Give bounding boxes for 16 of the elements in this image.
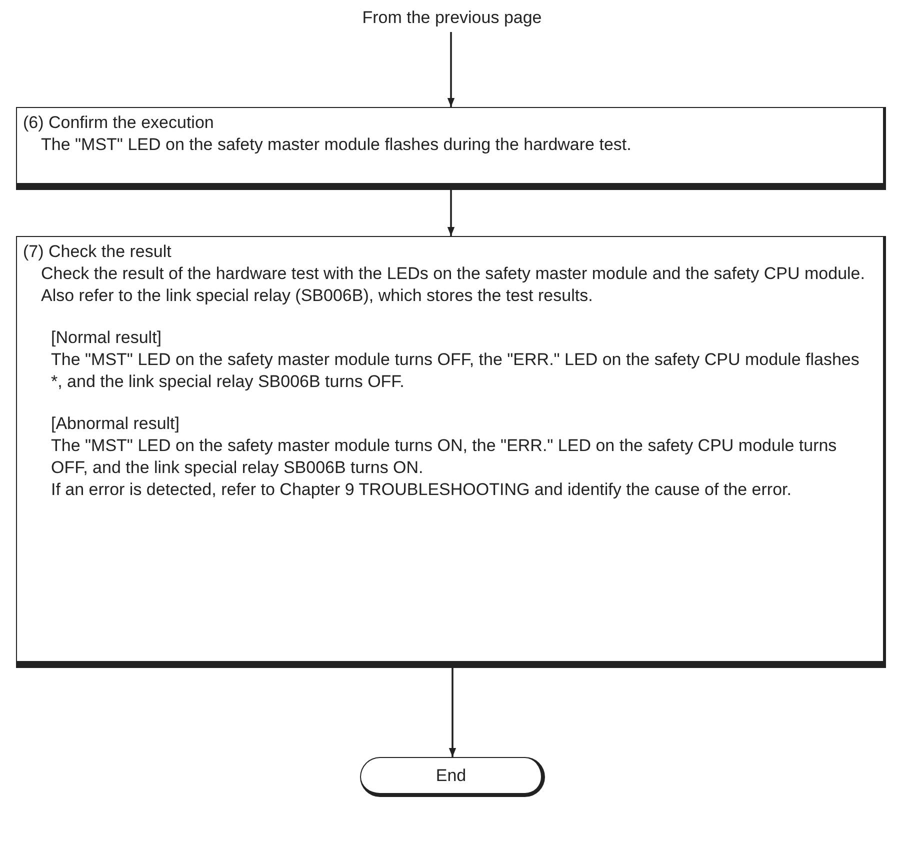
step-description: Check the result of the hardware test with the LEDs on the safety master module and the safety CPU module. Also refer to the link special relay (SB006B), which stores the test results.: [41, 263, 866, 307]
troubleshooting-note: If an error is detected, refer to Chapter 9 TROUBLESHOOTING and identify the cause of the error.: [51, 479, 792, 501]
arrow: [448, 668, 456, 757]
page-reference-text: From the previous page: [252, 8, 652, 32]
result-heading: [Normal result]: [51, 327, 163, 349]
process-box: [16, 236, 886, 668]
terminator: End: [360, 757, 545, 797]
result-description: The "MST" LED on the safety master module turns OFF, the "ERR." LED on the safety CPU module flashes *, and the link special relay SB006B turns OFF.: [51, 349, 860, 393]
arrow: [447, 190, 455, 236]
result-heading: [Abnormal result]: [51, 413, 180, 435]
result-description: The "MST" LED on the safety master module turns ON, the "ERR." LED on the safety CPU module turns OFF, and the link special relay SB006B turns ON.: [51, 435, 838, 479]
process-box: [16, 107, 886, 190]
step-description: The "MST" LED on the safety master module flashes during the hardware test.: [41, 134, 632, 156]
arrow: [447, 32, 455, 107]
step-heading: (7) Check the result: [23, 241, 172, 263]
step-heading: (6) Confirm the execution: [23, 112, 215, 134]
